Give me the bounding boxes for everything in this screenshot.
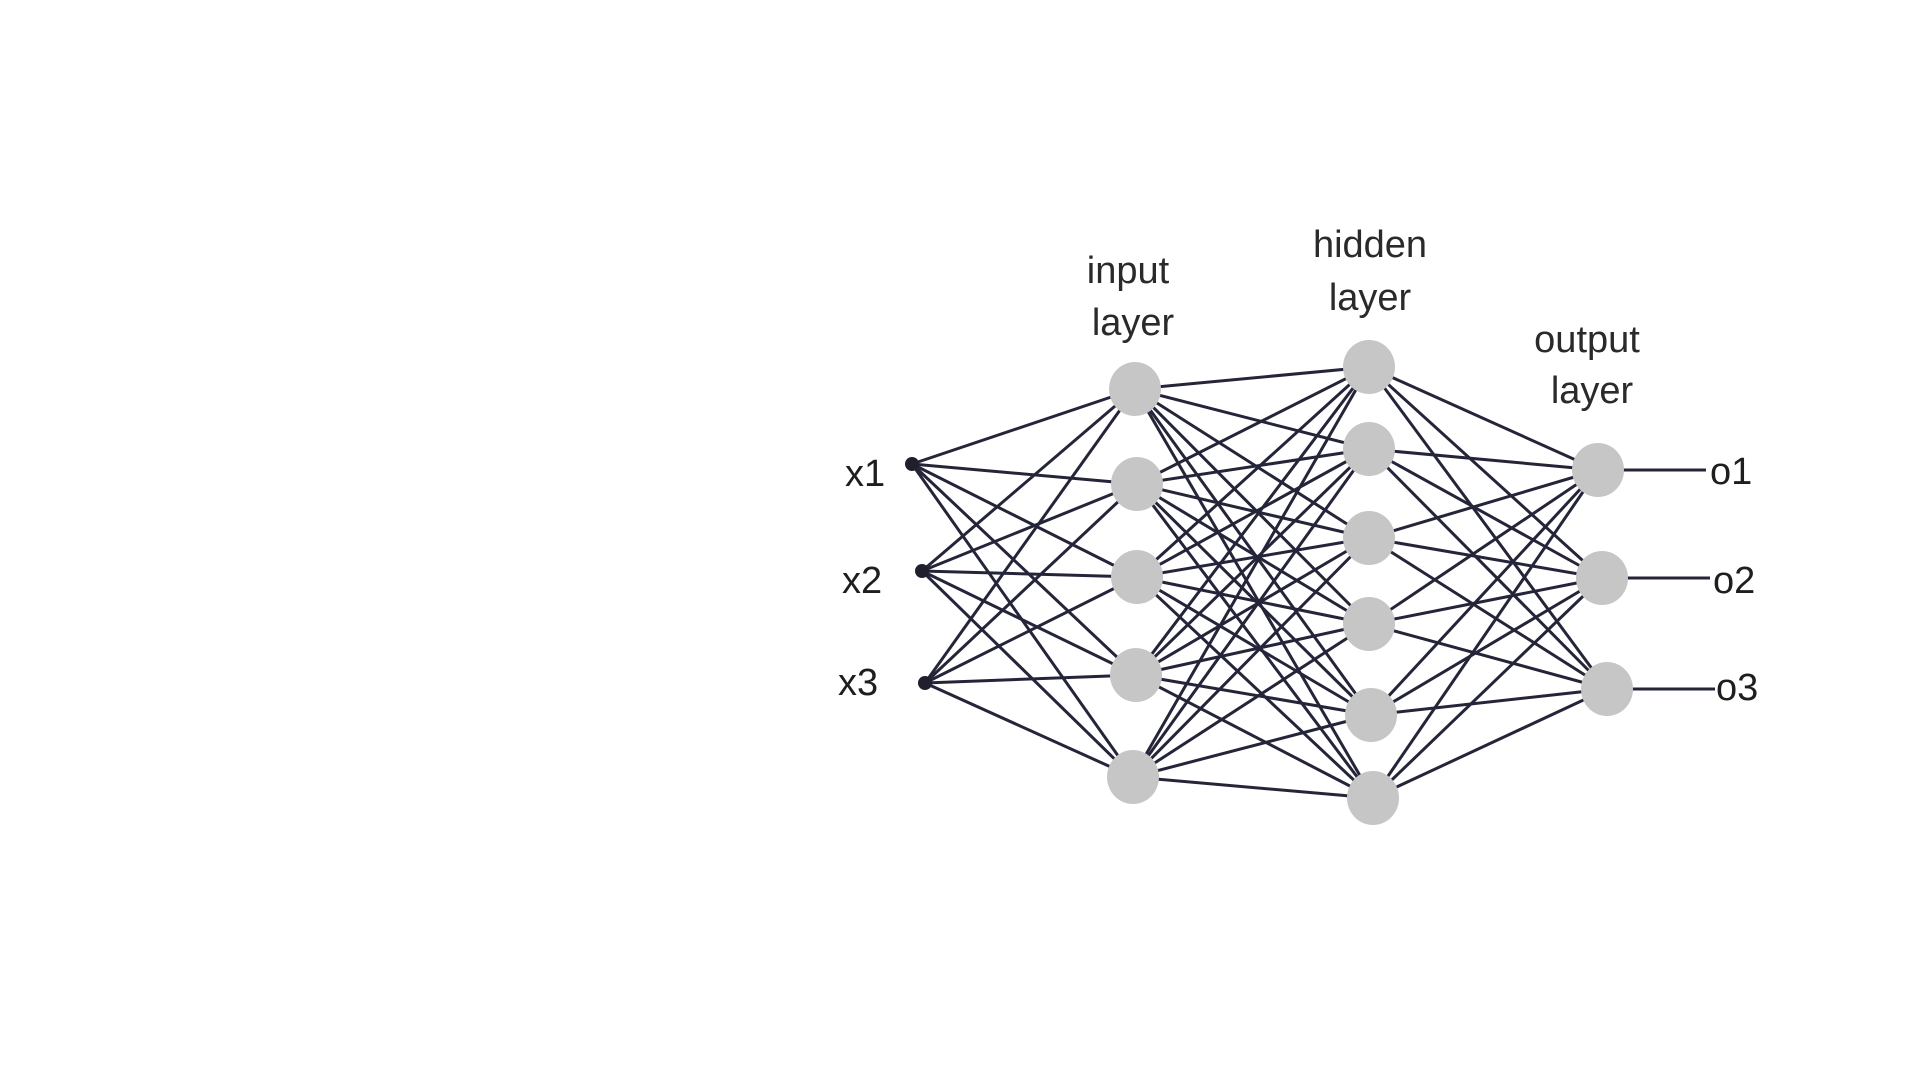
output-layer-title-line1: output [1534,319,1640,361]
edge-input-to-inputlayer-1-4 [912,464,1136,675]
hidden-layer-node-1 [1343,340,1395,394]
edge-inputlayer-to-hidden-2-4 [1137,484,1369,624]
edge-input-to-inputlayer-3-5 [925,683,1133,777]
edge-hidden-to-output-3-1 [1369,470,1598,538]
input-label-x3: x3 [838,662,878,704]
input-layer-node-2 [1111,457,1163,511]
input-layer-node-3 [1111,550,1163,604]
output-layer-title: output layer [1534,319,1640,412]
output-labels: o1 o2 o3 [1710,451,1758,709]
input-dot-2 [915,564,929,578]
input-labels: x1 x2 x3 [838,453,885,704]
hidden-layer-node-6 [1347,771,1399,825]
hidden-layer-title-line1: hidden [1313,224,1427,266]
output-label-o3: o3 [1716,667,1758,709]
input-layer-node-5 [1107,750,1159,804]
edge-hidden-to-output-6-2 [1373,578,1602,798]
edge-input-to-inputlayer-1-1 [912,389,1135,464]
input-layer-node-4 [1110,648,1162,702]
output-layer-node-3 [1581,662,1633,716]
edge-inputlayer-to-hidden-3-4 [1137,577,1369,624]
edge-input-to-inputlayer-3-1 [925,389,1135,683]
hidden-layer-node-4 [1343,597,1395,651]
input-dot-1 [905,457,919,471]
edge-input-to-inputlayer-3-2 [925,484,1137,683]
hidden-layer-node-5 [1345,688,1397,742]
edge-input-to-inputlayer-3-3 [925,577,1137,683]
output-label-o2: o2 [1713,560,1755,602]
output-layer-node-2 [1576,551,1628,605]
edge-inputlayer-to-hidden-4-2 [1136,449,1369,675]
input-dot-3 [918,676,932,690]
edge-inputlayer-to-hidden-4-4 [1136,624,1369,675]
edge-hidden-to-output-2-3 [1369,449,1607,689]
network-nodes [905,340,1633,825]
hidden-layer-title: hidden layer [1313,224,1427,319]
hidden-layer-title-line2: layer [1329,277,1412,319]
input-layer-title-line2: layer [1092,302,1175,344]
output-layer-title-line2: layer [1551,370,1634,412]
input-layer-node-1 [1109,362,1161,416]
input-layer-title-line1: input [1087,250,1170,292]
edge-input-to-inputlayer-2-5 [922,571,1133,777]
hidden-layer-node-3 [1343,511,1395,565]
output-label-o1: o1 [1710,451,1752,493]
input-label-x2: x2 [842,560,882,602]
hidden-layer-node-2 [1343,422,1395,476]
input-label-x1: x1 [845,453,885,495]
edge-inputlayer-to-hidden-5-4 [1133,624,1369,777]
edge-inputlayer-to-hidden-3-6 [1137,577,1373,798]
edge-input-to-inputlayer-2-2 [922,484,1137,571]
input-layer-title: input layer [1087,250,1175,344]
output-layer-node-1 [1572,443,1624,497]
edge-hidden-to-output-6-3 [1373,689,1607,798]
